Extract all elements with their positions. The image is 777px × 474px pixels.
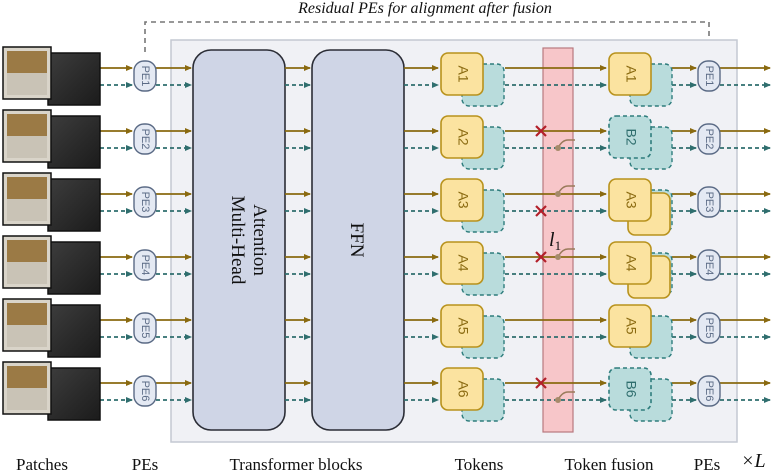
image-patch [2,235,101,295]
pe-pill: PE3 [133,186,157,218]
fusion-bar [542,47,574,433]
image-patch [2,298,101,358]
fused-token: A1 [608,52,673,107]
pe-pill: PE2 [133,123,157,155]
drop-cross [535,125,547,137]
token: A5 [440,304,505,359]
label-patches: Patches [16,455,68,474]
pe-pill: PE4 [133,249,157,281]
ffn-block [311,49,405,431]
pe-label: PE3 [139,192,151,213]
pe-pill: PE5 [133,312,157,344]
pe-label: PE5 [703,318,715,339]
attention-block [192,49,286,431]
pe-pill: PE6 [133,375,157,407]
drop-cross [535,205,547,217]
ffn-label: FFN [346,223,367,258]
fused-token-label: B2 [623,128,639,145]
pe-pill: PE1 [133,60,157,92]
merge-connectors [555,139,575,403]
token: A2 [440,115,505,170]
fused-token: A3 [608,178,673,236]
pe-pill-right: PE4 [697,249,721,281]
pe-label: PE1 [139,66,151,87]
label-pes: PEs [132,455,158,474]
fused-token-label: A4 [623,254,639,271]
image-patch [2,361,101,421]
fusion-line-label: l1 [549,229,561,253]
fused-token-label: A1 [623,65,639,82]
residual-connection [144,21,716,52]
pe-label: PE4 [139,255,151,276]
attention-label-line2: Attention [249,204,270,276]
pe-label: PE4 [703,255,715,276]
attention-label-line1: Multi-Head [227,196,248,285]
label-pes-right: PEs [694,455,720,474]
fused-token-label: A5 [623,317,639,334]
label-token-fusion: Token fusion [565,455,654,474]
fused-token-label: B6 [623,380,639,397]
label-transformer: Transformer blocks [230,455,363,474]
token-label: A5 [455,317,471,334]
token: A4 [440,241,505,296]
image-patch [2,172,101,232]
token-label: A1 [455,65,471,82]
pe-pill-right: PE3 [697,186,721,218]
drop-cross [535,251,547,263]
pe-label: PE6 [703,381,715,402]
token: A1 [440,52,505,107]
residual-pe-label: Residual PEs for alignment after fusion [297,0,552,17]
pe-pill-right: PE1 [697,60,721,92]
fused-token: A5 [608,304,673,359]
token: A3 [440,178,505,233]
pe-label: PE6 [139,381,151,402]
pe-label: PE3 [703,192,715,213]
token-label: A2 [455,128,471,145]
fused-token: B2 [608,115,673,170]
pe-label: PE1 [703,66,715,87]
token-label: A4 [455,254,471,271]
fused-token-label: A3 [623,191,639,208]
pe-pill-right: PE5 [697,312,721,344]
pe-pill-right: PE6 [697,375,721,407]
pe-label: PE5 [139,318,151,339]
token: A6 [440,367,505,422]
fused-token: B6 [608,367,673,422]
pe-label: PE2 [139,129,151,150]
repeat-label: ×L [741,450,766,472]
image-patch [2,46,101,106]
token-label: A3 [455,191,471,208]
pe-pill-right: PE2 [697,123,721,155]
image-patch [2,109,101,169]
pe-label: PE2 [703,129,715,150]
fused-token: A4 [608,241,673,299]
drop-cross [535,377,547,389]
token-label: A6 [455,380,471,397]
label-tokens: Tokens [455,455,504,474]
